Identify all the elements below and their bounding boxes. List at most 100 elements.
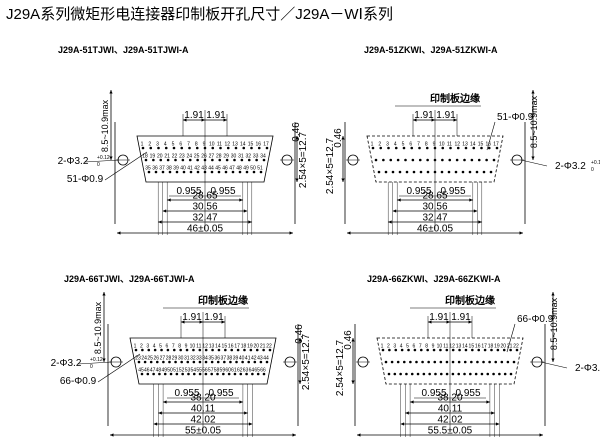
dim-arrow	[243, 209, 248, 213]
contact-hole	[485, 158, 488, 162]
contact-hole	[179, 348, 182, 352]
contact-hole	[503, 372, 507, 376]
contact-number: 42	[194, 166, 200, 172]
contact-hole	[439, 348, 442, 352]
pcb-edge-label: 印制板边缘	[430, 92, 480, 105]
contact-hole	[451, 372, 455, 376]
contact-number: 43	[257, 356, 263, 362]
contact-hole	[211, 146, 215, 150]
contact-hole	[166, 348, 170, 352]
contact-hole	[240, 158, 244, 162]
width-dim-label: 30.56	[192, 202, 217, 213]
mount-hole-label: 2-Φ3.2	[575, 363, 600, 374]
contact-number: 41	[187, 166, 193, 172]
contact-number: 5	[406, 344, 409, 350]
contact-number: 26	[154, 356, 160, 362]
contact-number: 8	[425, 344, 428, 350]
contact-hole	[477, 158, 481, 162]
contact-hole	[255, 348, 259, 352]
contact-hole	[426, 158, 429, 162]
dim-arrow	[400, 422, 405, 426]
width-dim-label: 40.11	[438, 404, 463, 415]
connector-shell	[129, 337, 277, 385]
contact-hole	[196, 170, 200, 174]
contact-hole	[464, 146, 468, 150]
contact-hole	[422, 372, 426, 376]
contact-number: 18	[241, 344, 247, 350]
contact-number: 30	[178, 356, 184, 362]
contact-number: 14	[462, 344, 468, 350]
contact-hole	[427, 360, 430, 364]
contact-hole-label: 66-Φ0.9	[60, 376, 97, 387]
contact-number: 12	[449, 344, 455, 350]
stagger-label-a: 0.955	[174, 388, 199, 399]
dim-arrow	[351, 338, 355, 342]
contact-number: 33	[196, 356, 202, 362]
contact-hole	[185, 348, 189, 352]
contact-number: 21	[260, 344, 266, 350]
contact-hole	[475, 170, 479, 174]
contact-hole	[415, 360, 418, 364]
panel-title-51tj: J29A-51TJWI、J29A-51TJWI-A	[58, 45, 189, 55]
dim-arrow	[431, 118, 435, 122]
contact-number: 18	[488, 344, 494, 350]
contact-hole	[506, 360, 510, 364]
dim-arrow	[347, 231, 351, 235]
contact-hole	[482, 170, 486, 174]
leader-line	[520, 159, 548, 167]
contact-hole	[224, 348, 227, 352]
dim-arrow	[102, 292, 106, 296]
contact-number: 38	[166, 166, 172, 172]
contact-hole	[172, 348, 176, 352]
contact-hole	[245, 372, 248, 376]
contact-number: 34	[202, 356, 208, 362]
contact-hole	[152, 158, 155, 162]
dim-arrow	[162, 209, 167, 213]
contact-hole	[387, 146, 390, 150]
contact-hole	[186, 360, 190, 364]
contact-number: 24	[186, 154, 192, 160]
contact-number: 1	[134, 344, 137, 350]
contact-hole	[461, 170, 465, 174]
contact-hole	[233, 158, 236, 162]
contact-hole	[445, 348, 449, 352]
contact-number: 37	[159, 166, 165, 172]
contact-hole	[175, 372, 179, 376]
contact-hole	[231, 170, 235, 174]
contact-hole	[152, 372, 155, 376]
contact-number: 57	[208, 368, 214, 374]
contact-number: 16	[475, 344, 481, 350]
dim-arrow	[248, 422, 253, 426]
contact-hole	[163, 372, 167, 376]
height-label: 8.5~10.9max	[529, 95, 539, 148]
contact-hole	[391, 170, 395, 174]
stagger-label-b: 0.955	[455, 388, 480, 399]
contact-hole	[413, 348, 417, 352]
contact-number: 23	[179, 154, 185, 160]
contact-hole	[158, 372, 161, 376]
contact-hole	[409, 360, 412, 364]
dim-arrow	[163, 400, 167, 404]
mount-hole-label: 2-Φ3.2	[555, 161, 586, 172]
contact-number: 51	[173, 368, 179, 374]
height-label: 8.5~10.9max	[100, 99, 110, 152]
contact-hole	[464, 348, 468, 352]
dim-arrow	[244, 411, 248, 415]
dim-arrow	[183, 118, 187, 122]
contact-hole	[181, 372, 184, 376]
dim-arrow	[473, 209, 478, 213]
contact-hole	[219, 146, 222, 150]
height-label: 8.5~10.9max	[549, 297, 559, 350]
contact-hole	[174, 360, 177, 364]
dim-arrow	[478, 220, 482, 224]
contact-number: 39	[173, 166, 179, 172]
contact-number: 3	[393, 344, 396, 350]
contact-number: 46	[144, 368, 150, 374]
contact-hole	[381, 348, 385, 352]
contact-number: 50	[167, 368, 173, 374]
pitch-label-right: 1.91	[204, 312, 224, 323]
contact-hole	[457, 360, 461, 364]
contact-hole	[419, 348, 423, 352]
contact-hole	[192, 360, 196, 364]
contact-hole	[141, 146, 145, 150]
